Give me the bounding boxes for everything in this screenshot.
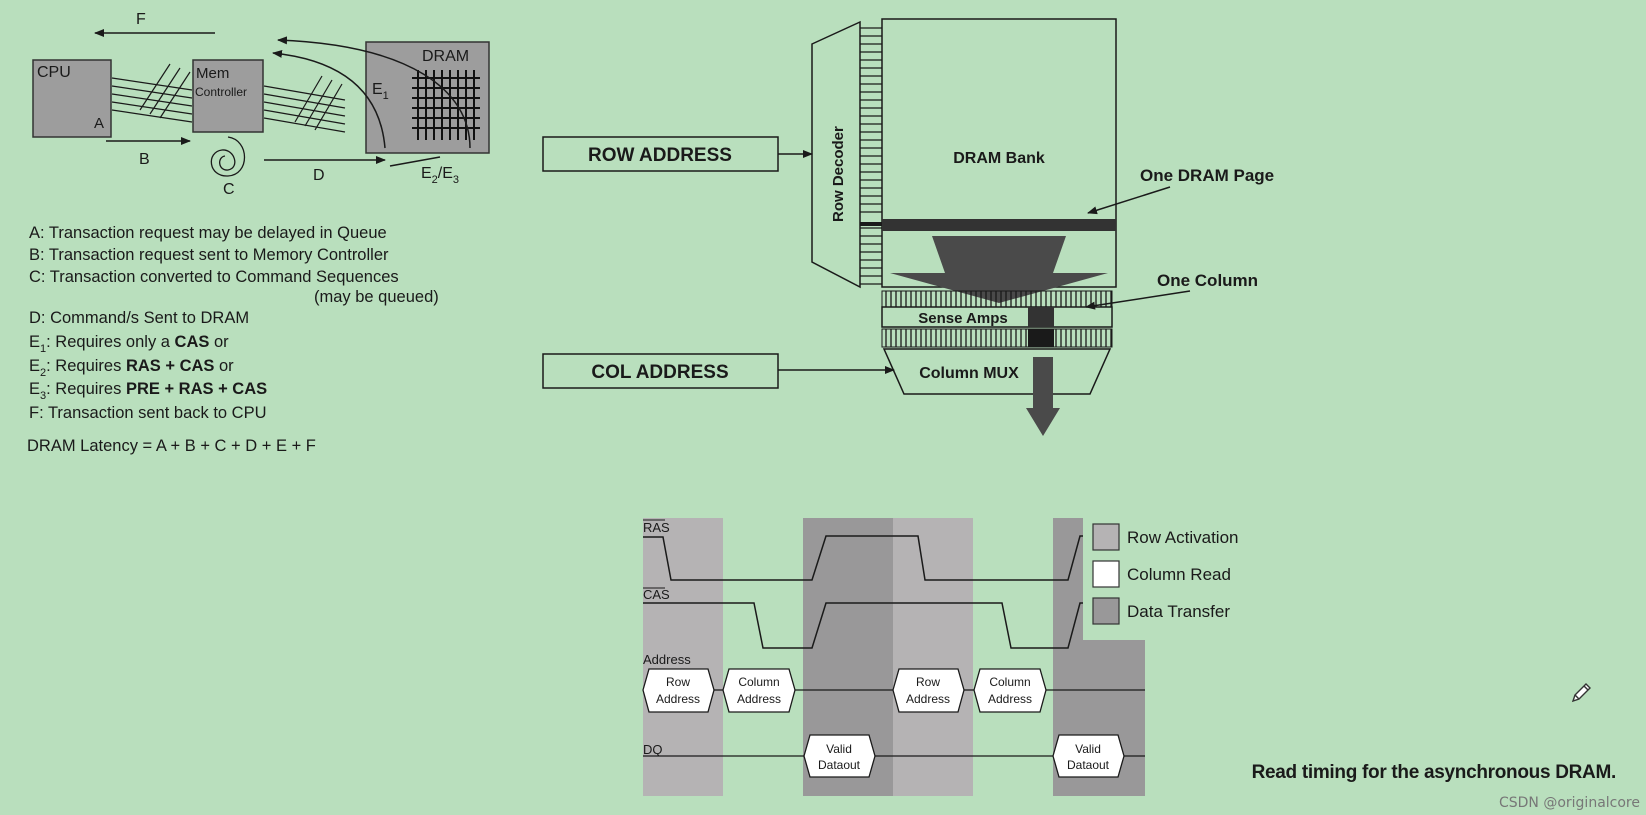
note-A: A: Transaction request may be delayed in… xyxy=(29,224,387,242)
legend-data-transfer: Data Transfer xyxy=(1127,602,1230,621)
pipeline-diagram: F CPU A Mem Controller xyxy=(32,11,490,198)
sense-amps-label: Sense Amps xyxy=(918,310,1007,327)
svg-text:Valid: Valid xyxy=(826,742,852,756)
sense-amps-box xyxy=(881,306,1113,328)
column-mux-label: Column MUX xyxy=(919,365,1019,382)
mem-label: Mem xyxy=(196,65,229,82)
label-C: C xyxy=(223,181,235,198)
legend-swatch-row-activation xyxy=(1092,523,1120,551)
legend-swatch-column-read xyxy=(1092,560,1120,588)
dram-bank-label: DRAM Bank xyxy=(953,150,1045,167)
notes-list: A: Transaction request may be delayed in… xyxy=(27,224,439,455)
cpu-box xyxy=(32,59,112,138)
cas-label: CAS xyxy=(643,587,670,602)
bus-cpu-mem xyxy=(111,63,193,123)
label-A: A xyxy=(94,115,104,132)
svg-text:Address: Address xyxy=(656,692,700,706)
watermark: CSDN @originalcore xyxy=(1498,795,1640,811)
pencil-icon[interactable] xyxy=(1570,680,1594,704)
legend-swatch-data-transfer xyxy=(1092,597,1120,625)
svg-text:Address: Address xyxy=(988,692,1032,706)
timing-legend: Row Activation Column Read Data Transfer xyxy=(1092,523,1239,625)
sense-amp-bit-lines xyxy=(885,291,1112,347)
note-F: F: Transaction sent back to CPU xyxy=(29,404,267,422)
row-decoder-label: Row Decoder xyxy=(830,126,847,222)
label-E1: E1 xyxy=(372,81,389,102)
dram-page-row xyxy=(882,219,1116,231)
svg-text:Column: Column xyxy=(738,675,779,689)
label-F: F xyxy=(136,11,146,28)
col-address-label: COL ADDRESS xyxy=(591,362,728,383)
dram-bank-diagram: ROW ADDRESS Row Decoder DRAM Bank One DR… xyxy=(542,18,1274,436)
note-C2: (may be queued) xyxy=(314,288,439,306)
cpu-label: CPU xyxy=(37,64,71,81)
svg-text:Valid: Valid xyxy=(1075,742,1101,756)
legend-row-activation: Row Activation xyxy=(1127,528,1239,547)
label-B: B xyxy=(139,151,150,168)
data-flow-arrow xyxy=(890,236,1108,303)
legend-column-read: Column Read xyxy=(1127,565,1231,584)
cas-waveform xyxy=(643,602,1083,649)
row-decoder xyxy=(811,20,861,289)
timing-diagram: RAS CAS Address Row Address Column Addre… xyxy=(642,518,1239,796)
mem-controller-box xyxy=(192,59,264,133)
latency-formula: DRAM Latency = A + B + C + D + E + F xyxy=(27,437,316,455)
controller-label: Controller xyxy=(195,85,247,99)
note-C: C: Transaction converted to Command Sequ… xyxy=(29,268,399,286)
note-E3: E3: Requires PRE + RAS + CAS xyxy=(29,380,267,402)
note-E1: E1: Requires only a CAS or xyxy=(29,333,229,355)
svg-text:Row: Row xyxy=(916,675,940,689)
svg-text:Address: Address xyxy=(737,692,781,706)
dq-label: DQ xyxy=(643,742,663,757)
one-column-cell xyxy=(1028,307,1054,327)
ras-waveform xyxy=(643,535,1083,581)
svg-text:Dataout: Dataout xyxy=(818,758,861,772)
svg-text:Column: Column xyxy=(989,675,1030,689)
svg-text:Address: Address xyxy=(906,692,950,706)
label-D: D xyxy=(313,167,325,184)
one-column-label: One Column xyxy=(1157,271,1258,290)
mux-output-arrow xyxy=(1026,357,1060,436)
label-E2-E3: E2/E3 xyxy=(421,165,459,186)
one-page-label: One DRAM Page xyxy=(1140,166,1274,185)
note-E2: E2: Requires RAS + CAS or xyxy=(29,357,234,379)
svg-text:Row: Row xyxy=(666,675,690,689)
column-mux xyxy=(882,348,1112,395)
dram-grid xyxy=(412,70,480,140)
loop-C xyxy=(210,136,245,177)
row-address-label: ROW ADDRESS xyxy=(588,145,732,166)
bus-mem-dram xyxy=(263,75,346,133)
col-address-box xyxy=(542,353,779,389)
address-label: Address xyxy=(643,652,691,667)
figure-caption: Read timing for the asynchronous DRAM. xyxy=(1251,762,1617,783)
note-D: D: Command/s Sent to DRAM xyxy=(29,309,249,327)
note-B: B: Transaction request sent to Memory Co… xyxy=(29,246,389,264)
dram-label: DRAM xyxy=(422,48,469,65)
ras-label: RAS xyxy=(643,520,670,535)
decoder-ticks xyxy=(860,27,882,285)
svg-text:Dataout: Dataout xyxy=(1067,758,1110,772)
